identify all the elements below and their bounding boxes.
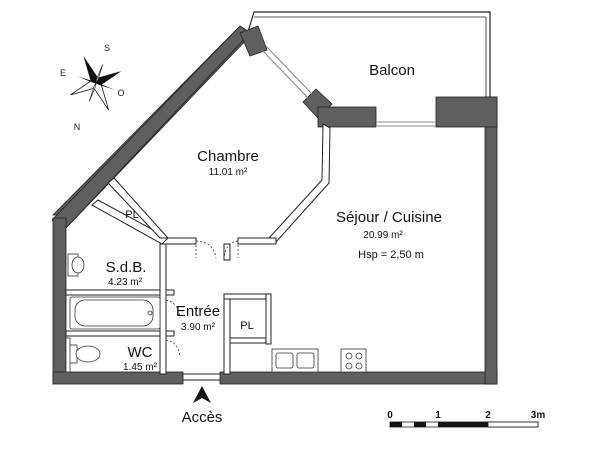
doors (165, 240, 239, 381)
interior-walls (65, 123, 331, 375)
entrance-arrow-icon (193, 386, 211, 403)
room-name-sejour: Séjour / Cuisine (336, 209, 442, 226)
room-area-chambre: 11.01 m² (209, 167, 248, 178)
wall-pier-top (239, 25, 268, 57)
scale-tick-2: 2 (485, 410, 491, 421)
wall-bottom-right (219, 371, 498, 385)
bathtub (69, 296, 161, 330)
compass-rose-icon (70, 55, 122, 111)
sink-icon (67, 253, 85, 277)
room-name-balcon: Balcon (369, 62, 415, 79)
wall-right (484, 96, 498, 385)
wall-bottom-left (52, 371, 184, 385)
stove-icon (340, 348, 367, 373)
compass-east-label: E (60, 68, 66, 78)
ceiling-height: Hsp = 2,50 m (358, 249, 424, 261)
room-area-entree: 3.90 m² (181, 322, 216, 333)
exterior-walls (51, 25, 498, 385)
room-name-placard-chambre: PL (125, 209, 138, 221)
kitchen-sink-icon (271, 348, 319, 373)
room-name-wc: WC (128, 344, 153, 361)
room-name-placard-entree: PL (240, 320, 253, 332)
wall-left (52, 217, 67, 384)
scale-tick-3: 3m (531, 410, 546, 421)
scale-tick-1: 1 (435, 410, 441, 421)
compass-north-label: N (74, 122, 81, 132)
wc-shelf (65, 337, 71, 373)
windows (261, 45, 436, 127)
room-area-sdb: 4.23 m² (108, 277, 143, 288)
room-area-sejour: 20.99 m² (363, 230, 403, 241)
compass-west-label: O (117, 88, 124, 98)
room-area-wc: 1.45 m² (123, 362, 158, 373)
room-name-sdb: S.d.B. (106, 259, 147, 276)
scale-bar: 0 1 2 3m (387, 410, 546, 428)
room-name-entree: Entrée (176, 303, 220, 320)
balcony (246, 11, 491, 98)
scale-tick-0: 0 (387, 410, 393, 421)
compass-south-label: S (104, 43, 110, 53)
entrance-label: Accès (182, 409, 223, 426)
toilet-icon (67, 344, 101, 364)
room-name-chambre: Chambre (197, 148, 259, 165)
